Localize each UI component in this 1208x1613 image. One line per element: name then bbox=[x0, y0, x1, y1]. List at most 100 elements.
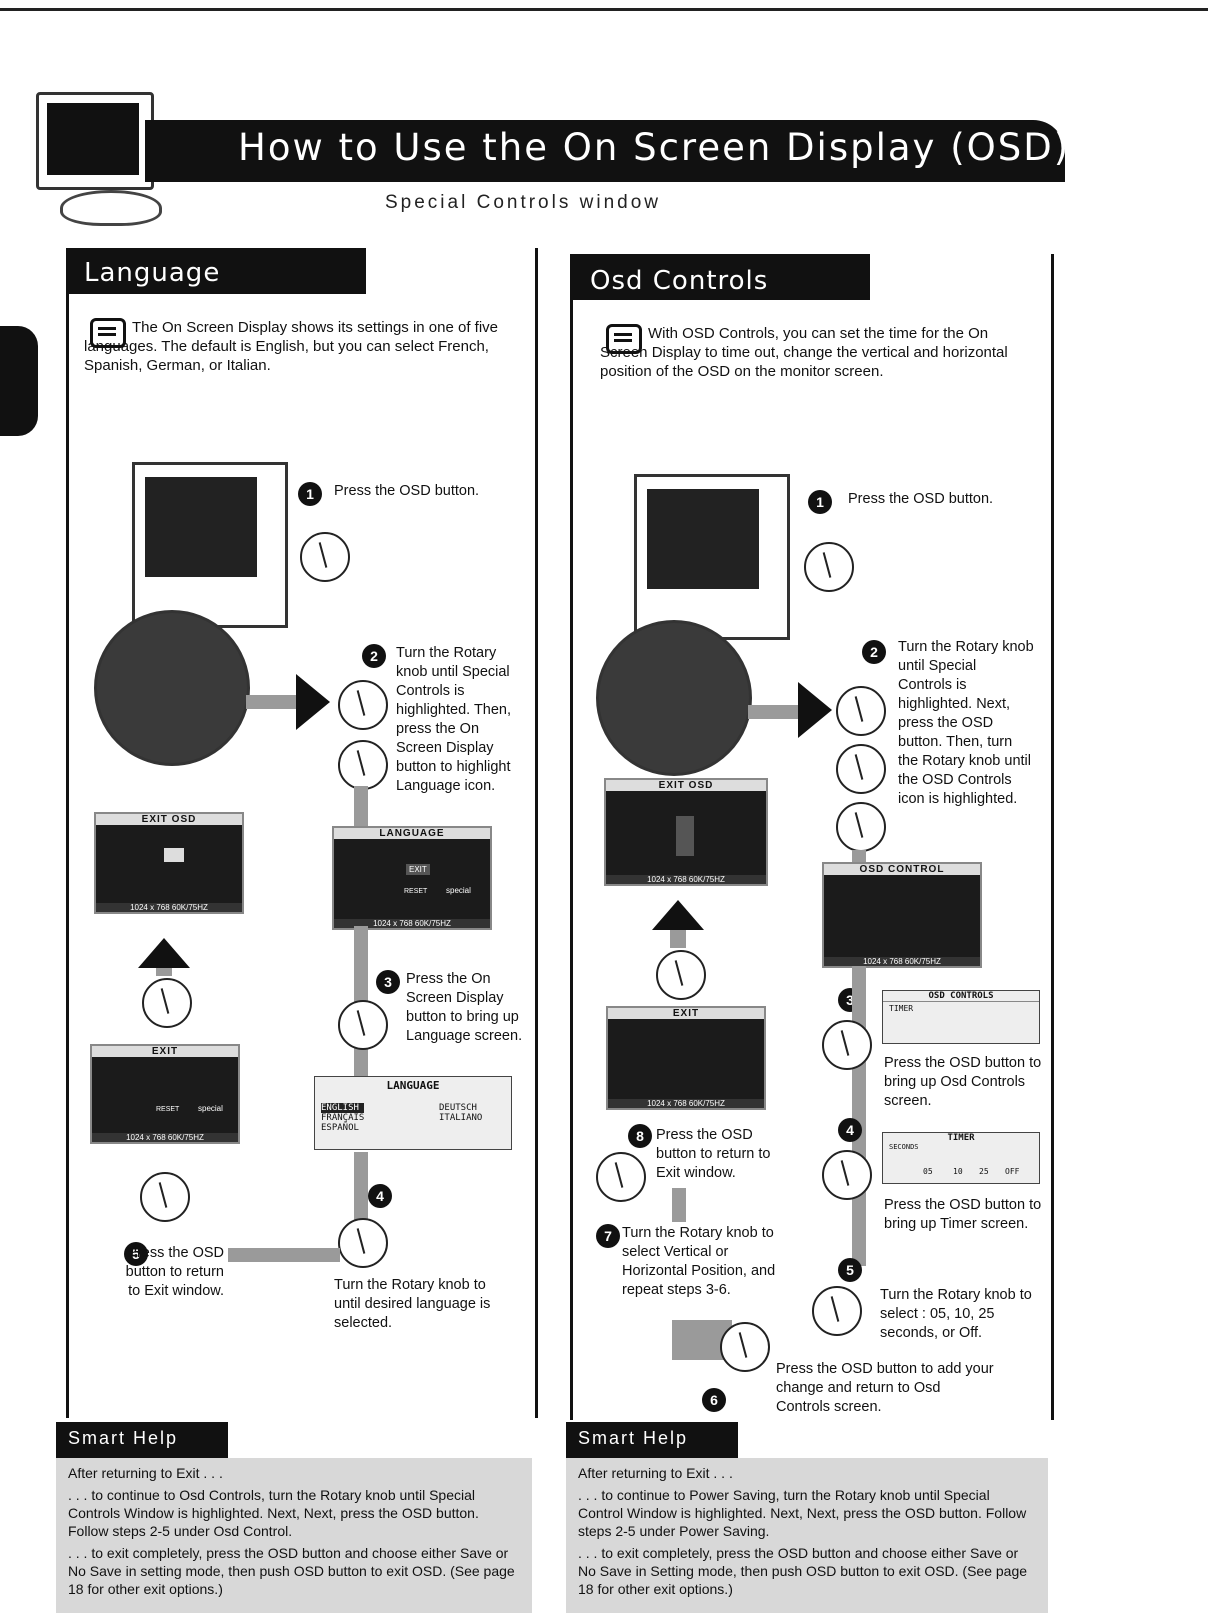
reset-option: RESET bbox=[156, 1106, 180, 1113]
osd-step-2: Turn the Rotary knob until Special Contr… bbox=[898, 639, 1034, 807]
section-tab bbox=[0, 326, 38, 436]
osd-step-3: Press the OSD button to bring up Osd Con… bbox=[884, 1055, 1042, 1109]
monitor-stand-icon bbox=[60, 190, 162, 226]
smart-help-intro: After returning to Exit . . . bbox=[68, 1465, 223, 1481]
language-list-title: LANGUAGE bbox=[386, 1079, 440, 1092]
exit-screenshot: EXIT RESET special 1024 x 768 60K/75HZ bbox=[90, 1044, 240, 1144]
step-number-4: 4 bbox=[838, 1118, 862, 1142]
lang-francais[interactable]: FRANÇAIS bbox=[321, 1113, 365, 1123]
osd-zoom-circle bbox=[94, 610, 250, 766]
rotary-knob-icon bbox=[142, 978, 192, 1028]
rotary-knob-icon bbox=[338, 740, 388, 790]
exit-highlight bbox=[164, 848, 184, 862]
osd-step-8: Press the OSD button to return to Exit w… bbox=[656, 1127, 771, 1181]
rotary-knob-icon bbox=[804, 542, 854, 592]
smart-help-title: Smart Help bbox=[578, 1428, 689, 1448]
rotary-knob-icon bbox=[822, 1150, 872, 1200]
connector-bar bbox=[672, 1188, 686, 1222]
connector-bar bbox=[852, 966, 866, 1266]
smart-help-intro: After returning to Exit . . . bbox=[578, 1465, 733, 1481]
language-step-3: Press the On Screen Display button to br… bbox=[406, 971, 523, 1044]
lang-english[interactable]: ENGLISH bbox=[321, 1103, 365, 1113]
exit-osd-label: EXIT OSD bbox=[606, 780, 766, 791]
monitor-illustration bbox=[634, 474, 790, 640]
arrow-up-icon bbox=[138, 938, 190, 968]
timer-off[interactable]: OFF bbox=[1005, 1167, 1020, 1176]
monitor-icon bbox=[36, 92, 154, 190]
osd-title: Osd Controls bbox=[590, 266, 769, 296]
language-screenshot: LANGUAGE EXIT RESET special 1024 x 768 6… bbox=[332, 826, 492, 930]
language-step-4: Turn the Rotary knob to until desired la… bbox=[334, 1277, 491, 1331]
lang-italiano[interactable]: ITALIANO bbox=[439, 1113, 483, 1123]
language-step-5: Press the OSD button to return to Exit w… bbox=[125, 1245, 224, 1299]
osd-intro: With OSD Controls, you can set the time … bbox=[600, 325, 1008, 380]
resolution-label: 1024 x 768 60K/75HZ bbox=[334, 919, 490, 928]
exit-label: EXIT bbox=[92, 1046, 238, 1057]
osd-control-screenshot: OSD CONTROL 1024 x 768 60K/75HZ bbox=[822, 862, 982, 968]
connector-bar bbox=[354, 786, 368, 826]
title-banner bbox=[145, 120, 1065, 182]
exit-osd-screenshot: EXIT OSD 1024 x 768 60K/75HZ bbox=[94, 812, 244, 914]
timer-box: TIMER SECONDS 05 10 25 OFF bbox=[882, 1132, 1040, 1184]
exit-option: EXIT bbox=[406, 864, 430, 875]
step-number-7: 7 bbox=[596, 1224, 620, 1248]
osd-step-5: Turn the Rotary knob to select : 05, 10,… bbox=[880, 1287, 1032, 1341]
monitor-illustration bbox=[132, 462, 288, 628]
timer-label: TIMER bbox=[947, 1133, 975, 1143]
lang-espanol[interactable]: ESPAÑOL bbox=[321, 1123, 359, 1133]
step-number-2: 2 bbox=[862, 640, 886, 664]
speech-icon bbox=[90, 318, 126, 348]
lang-deutsch[interactable]: DEUTSCH bbox=[439, 1103, 477, 1113]
rotary-knob-icon bbox=[338, 1000, 388, 1050]
timer-25[interactable]: 25 bbox=[979, 1167, 989, 1176]
language-step-1: Press the OSD button. bbox=[334, 483, 480, 499]
rotary-knob-icon bbox=[836, 686, 886, 736]
rotary-knob-icon bbox=[812, 1286, 862, 1336]
seconds-label: SECONDS bbox=[889, 1143, 919, 1151]
connector-bar bbox=[670, 930, 686, 948]
resolution-label: 1024 x 768 60K/75HZ bbox=[824, 957, 980, 966]
osd-zoom-circle bbox=[596, 620, 752, 776]
timer-option[interactable]: TIMER bbox=[889, 1004, 914, 1013]
smart-help-exit: . . . to exit completely, press the OSD … bbox=[578, 1545, 1028, 1597]
connector-bar bbox=[246, 695, 296, 709]
language-list-box: LANGUAGE ENGLISH FRANÇAIS ESPAÑOL DEUTSC… bbox=[314, 1076, 512, 1150]
step-number-4: 4 bbox=[368, 1184, 392, 1208]
step-number-3: 3 bbox=[376, 970, 400, 994]
connector-bar bbox=[228, 1248, 340, 1262]
smart-help-exit: . . . to exit completely, press the OSD … bbox=[68, 1545, 515, 1597]
language-step-2: Turn the Rotary knob until Special Contr… bbox=[396, 645, 512, 794]
resolution-label: 1024 x 768 60K/75HZ bbox=[92, 1133, 238, 1142]
step-number-1: 1 bbox=[808, 490, 832, 514]
connector-bar bbox=[748, 705, 798, 719]
special-label: special bbox=[198, 1104, 223, 1113]
smart-help-continue: . . . to continue to Osd Controls, turn … bbox=[68, 1487, 479, 1539]
step-number-5: 5 bbox=[838, 1258, 862, 1282]
language-panel bbox=[66, 248, 538, 1418]
timer-10[interactable]: 10 bbox=[953, 1167, 963, 1176]
rotary-knob-icon bbox=[836, 744, 886, 794]
rotary-knob-icon bbox=[338, 1218, 388, 1268]
exit-highlight bbox=[676, 816, 694, 856]
smart-help-box: After returning to Exit . . . . . . to c… bbox=[56, 1458, 532, 1613]
language-header bbox=[66, 248, 366, 294]
page-title: How to Use the On Screen Display (OSD) bbox=[238, 126, 1071, 169]
rotary-knob-icon bbox=[338, 680, 388, 730]
reset-option: RESET bbox=[404, 888, 428, 895]
step-number-1: 1 bbox=[298, 482, 322, 506]
exit-label: EXIT bbox=[608, 1008, 764, 1019]
timer-05[interactable]: 05 bbox=[923, 1167, 933, 1176]
rotary-knob-icon bbox=[656, 950, 706, 1000]
rotary-knob-icon bbox=[596, 1152, 646, 1202]
rotary-knob-icon bbox=[822, 1020, 872, 1070]
arrow-right-icon bbox=[296, 674, 330, 730]
osd-step-1: Press the OSD button. bbox=[848, 491, 994, 507]
osd-step-4: Press the OSD button to bring up Timer s… bbox=[884, 1197, 1042, 1232]
step-number-5: 5 bbox=[124, 1242, 148, 1266]
step-number-8: 8 bbox=[628, 1124, 652, 1148]
language-title: Language bbox=[84, 258, 221, 288]
osd-step-7: Turn the Rotary knob to select Vertical … bbox=[622, 1225, 776, 1298]
step-number-2: 2 bbox=[362, 644, 386, 668]
smart-help-title: Smart Help bbox=[68, 1428, 179, 1448]
osd-header bbox=[570, 254, 870, 300]
